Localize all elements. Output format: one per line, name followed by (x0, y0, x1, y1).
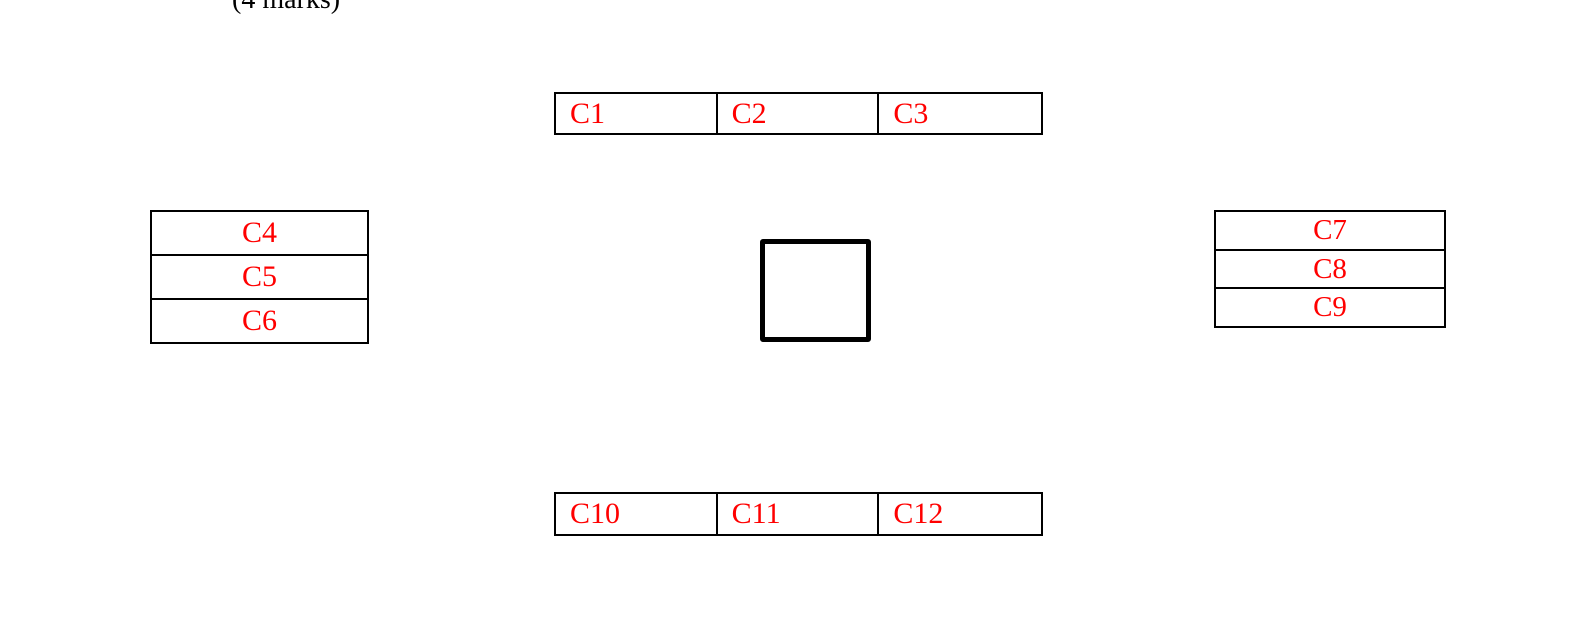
cell-c10: C10 (556, 494, 718, 534)
cell-c3: C3 (893, 97, 929, 130)
left-cell-column: C4 C5 C6 (150, 210, 369, 344)
cell-c5: C5 (152, 256, 367, 300)
cell-c9: C9 (1313, 291, 1347, 324)
cell-c7: C7 (1216, 212, 1444, 251)
center-square (760, 239, 871, 342)
cell-c12: C12 (893, 497, 944, 530)
cell-c1: C1 (556, 94, 718, 133)
marks-label: (4 marks) (232, 0, 340, 14)
bottom-cell-row: C10 C11 C12 (554, 492, 1043, 536)
top-cell-row: C1 C2 C3 (554, 92, 1043, 135)
cell-c11: C11 (718, 494, 880, 534)
cell-c8: C8 (1216, 251, 1444, 290)
cell-c4: C4 (152, 212, 367, 256)
cell-c6: C6 (241, 304, 277, 337)
right-cell-column: C7 C8 C9 (1214, 210, 1446, 328)
cell-c2: C2 (718, 94, 880, 133)
